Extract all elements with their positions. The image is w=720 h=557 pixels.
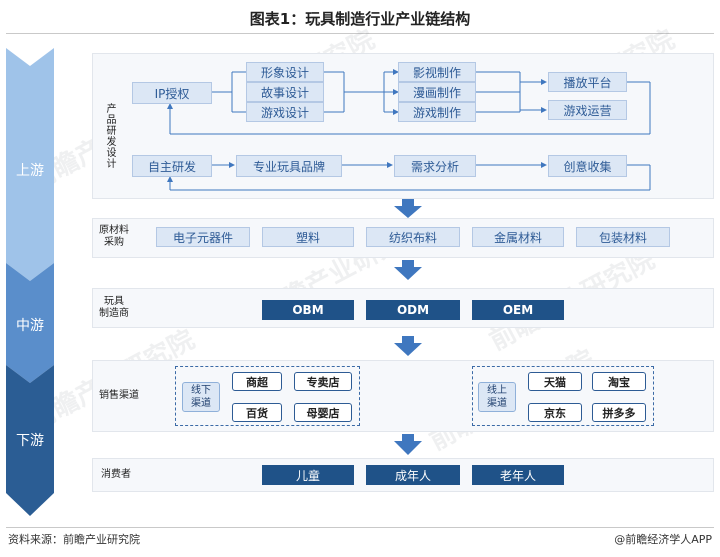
platform-box: 游戏运营	[548, 100, 627, 120]
ip-license-box: IP授权	[132, 82, 212, 104]
stage-upstream: 上游	[16, 163, 44, 179]
brand-box: 专业玩具品牌	[236, 155, 342, 177]
stage-downstream: 下游	[16, 433, 44, 449]
manufacturer-label: 玩具 制造商	[99, 296, 129, 319]
sales-label: 销售渠道	[99, 390, 139, 401]
online-store-box: 淘宝	[592, 372, 646, 391]
stage-midstream: 中游	[16, 318, 44, 334]
upstream-band	[6, 48, 54, 281]
idea-box: 创意收集	[548, 155, 627, 177]
offline-store-box: 专卖店	[294, 372, 352, 391]
material-box: 塑料	[262, 227, 354, 247]
chart-title: 图表1：玩具制造行业产业链结构	[249, 10, 471, 28]
footer-divider	[6, 527, 714, 528]
design-box: 故事设计	[246, 82, 324, 102]
title-divider	[6, 33, 714, 34]
design-box: 游戏设计	[246, 102, 324, 122]
consumers-label: 消费者	[101, 469, 131, 480]
manufacturer-box: OBM	[262, 300, 354, 320]
online-channel-label: 线上 渠道	[478, 382, 516, 412]
materials-label: 原材料 采购	[99, 225, 129, 248]
consumer-box: 成年人	[366, 465, 460, 485]
demand-box: 需求分析	[394, 155, 476, 177]
downstream-band	[6, 365, 54, 516]
online-store-box: 拼多多	[592, 403, 646, 422]
manufacturer-section	[92, 288, 714, 328]
material-box: 电子元器件	[156, 227, 250, 247]
source-note: 资料来源：前瞻产业研究院	[8, 533, 140, 546]
manufacturer-box: ODM	[366, 300, 460, 320]
material-box: 金属材料	[472, 227, 564, 247]
offline-store-box: 商超	[232, 372, 282, 391]
material-box: 纺织布料	[366, 227, 460, 247]
design-box: 形象设计	[246, 62, 324, 82]
offline-store-box: 百货	[232, 403, 282, 422]
offline-channel-label: 线下 渠道	[182, 382, 220, 412]
design-label: 产品研发设计	[104, 103, 115, 169]
material-box: 包装材料	[576, 227, 670, 247]
production-box: 影视制作	[398, 62, 476, 82]
production-box: 游戏制作	[398, 102, 476, 122]
online-store-box: 京东	[528, 403, 582, 422]
online-channel-group	[472, 366, 654, 426]
consumer-box: 儿童	[262, 465, 354, 485]
platform-box: 播放平台	[548, 72, 627, 92]
offline-store-box: 母婴店	[294, 403, 352, 422]
consumer-box: 老年人	[472, 465, 564, 485]
rnd-box: 自主研发	[132, 155, 212, 177]
manufacturer-box: OEM	[472, 300, 564, 320]
midstream-band	[6, 263, 54, 383]
brand-note: @前瞻经济学人APP	[614, 533, 712, 546]
offline-channel-group	[175, 366, 360, 426]
flow-arrows	[394, 199, 422, 455]
online-store-box: 天猫	[528, 372, 582, 391]
stage-arrow	[6, 48, 54, 516]
production-box: 漫画制作	[398, 82, 476, 102]
